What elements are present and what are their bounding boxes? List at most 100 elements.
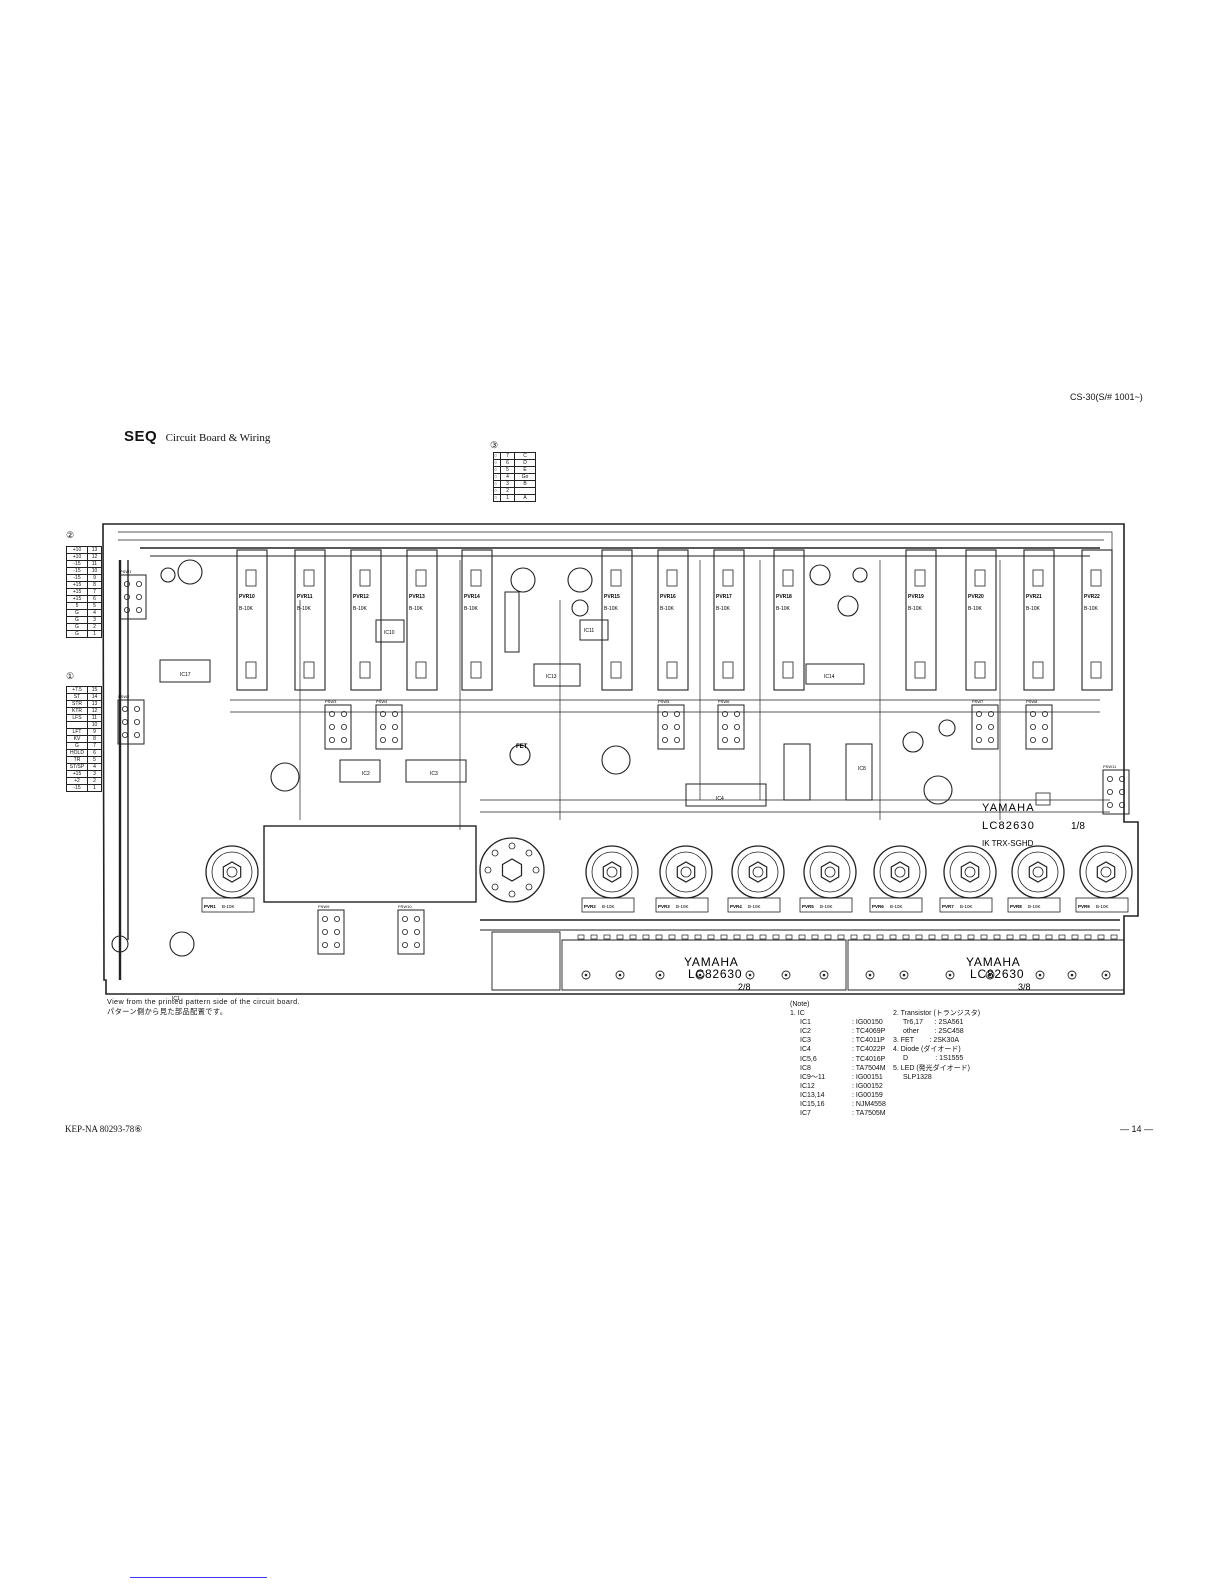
note-ic-part: : IG00151 — [852, 1073, 883, 1081]
psw-label: PSW11 — [1103, 764, 1117, 769]
note-component-row: 2. Transistor (トランジスタ) — [893, 1010, 981, 1017]
note-ic-name: IC2 — [800, 1028, 811, 1036]
notes-ic-title: 1. IC — [790, 1010, 805, 1018]
pad-icon — [1071, 934, 1079, 940]
pad-icon — [980, 934, 988, 940]
subboard-2-brand: YAMAHA — [966, 955, 1021, 969]
note-ic-row: IC2: TC4069P — [790, 1027, 886, 1036]
pvr-value: B-10K — [464, 606, 479, 612]
pot-label: PVR1 — [204, 904, 216, 909]
pad-icon — [1058, 934, 1066, 940]
pad-icon — [837, 934, 845, 940]
pvr-value: B-10K — [968, 606, 983, 612]
led-icon — [695, 970, 705, 980]
pvr-label: PVR18 — [776, 594, 792, 600]
led-icon — [865, 970, 875, 980]
pad-icon — [798, 934, 806, 940]
pot-label: PVR3 — [658, 904, 670, 909]
note-ic-row: IC3: TC4011P — [790, 1036, 886, 1045]
model-number: CS-30(S/# 1001~) — [1070, 392, 1143, 402]
section-name: SEQ — [124, 428, 158, 445]
push-switch: PSW7 — [971, 699, 999, 750]
led-icon — [615, 970, 625, 980]
ic-label: IC13 — [546, 674, 557, 680]
caption-ja: パターン側から見た部品配置です。 — [107, 1007, 228, 1016]
pad-icon — [772, 934, 780, 940]
note-ic-row: IC4: TC4022P — [790, 1045, 886, 1054]
ic-label: IC3 — [430, 771, 438, 777]
pad-icon — [863, 934, 871, 940]
note-component-row: Tr6,17 : 2SA561 — [903, 1019, 964, 1027]
note-ic-part: : TA7504M — [852, 1064, 886, 1072]
psw-label: PSW1 — [120, 569, 132, 574]
pad-icon — [850, 934, 858, 940]
pvr-label: PVR15 — [604, 594, 620, 600]
note-ic-row: IC9～11: IG00151 — [790, 1073, 886, 1082]
connector-1-label: ① — [66, 671, 75, 681]
pin-signal: A — [514, 494, 536, 502]
pad-icon — [941, 934, 949, 940]
pvr-value: B-10K — [409, 606, 424, 612]
pot-value: B-10K — [960, 904, 973, 909]
led-icon — [1035, 970, 1045, 980]
pvr-label: PVR20 — [968, 594, 984, 600]
psw-label: PSW8 — [1026, 699, 1038, 704]
note-ic-part: : IG00159 — [852, 1091, 883, 1099]
pvr-top-group: PVR10B-10KPVR11B-10KPVR12B-10KPVR13B-10K… — [236, 549, 1113, 691]
page-title: SEQ Circuit Board & Wiring — [124, 428, 270, 446]
pad-icon — [1097, 934, 1105, 940]
pvr-label: PVR14 — [464, 594, 480, 600]
pvr-value: B-10K — [297, 606, 312, 612]
pad-icon — [642, 934, 650, 940]
underline-mark — [130, 1577, 267, 1578]
pad-icon — [577, 934, 585, 940]
ic-label: IC11 — [584, 628, 594, 634]
subboard-2-fraction: 3/8 — [1018, 982, 1031, 992]
pvr-label: PVR10 — [239, 594, 255, 600]
pot-label: PVR8 — [1010, 904, 1022, 909]
board-part: LC82630 — [982, 820, 1035, 832]
led-icon — [781, 970, 791, 980]
ic-label: IC2 — [362, 771, 370, 777]
pad-icon — [967, 934, 975, 940]
note-ic-row: IC5,6: TC4016P — [790, 1055, 886, 1064]
pad-icon — [746, 934, 754, 940]
fet-label: FET — [516, 744, 528, 750]
pad-icon — [1006, 934, 1014, 940]
pot-value: B-10K — [820, 904, 833, 909]
note-ic-row: IC13,14 : IG00159 — [790, 1091, 886, 1100]
push-switch: PSW9 — [317, 904, 345, 955]
ic-label: IC4 — [716, 796, 724, 802]
connector-2-label: ② — [66, 530, 75, 540]
note-ic-name: IC5,6 — [800, 1055, 817, 1063]
note-ic-row: IC15,16: NJM4558 — [790, 1100, 886, 1109]
pad-icon — [811, 934, 819, 940]
pvr-label: PVR16 — [660, 594, 676, 600]
note-ic-name: IC13,14 — [800, 1091, 825, 1099]
notes-heading: (Note) — [790, 1001, 810, 1008]
led-group — [577, 934, 1118, 980]
pad-icon — [928, 934, 936, 940]
pot-label: PVR4 — [730, 904, 742, 909]
push-switch: PSW2 — [117, 694, 145, 745]
pad-icon — [1045, 934, 1053, 940]
